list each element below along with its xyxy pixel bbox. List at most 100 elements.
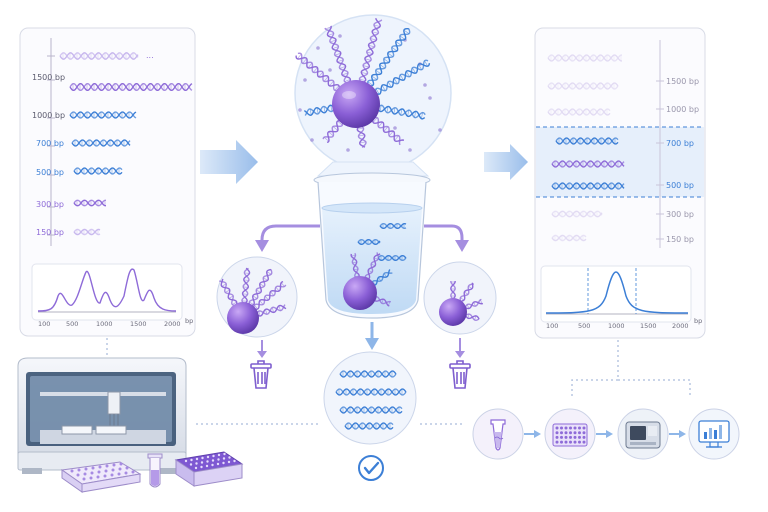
tip-well [217, 453, 221, 457]
tip-well [228, 456, 231, 459]
microplate-well [96, 475, 100, 479]
dna-strand [241, 267, 251, 305]
dna-strand-helix [377, 104, 426, 120]
right-trace-tick-1500: 1500 [640, 322, 657, 330]
microplate-well [90, 471, 94, 475]
microplate-well [125, 466, 129, 470]
dna-strand [255, 304, 287, 317]
tip-well [194, 466, 198, 470]
dna-strand [248, 268, 273, 307]
dna-fragment [73, 228, 101, 236]
right-trace-box: 100 500 1000 1500 2000 bp [540, 265, 702, 330]
dna-fragment [547, 54, 622, 62]
discard-bead-small [439, 298, 467, 326]
right-branch-arrow [424, 224, 464, 244]
microplate-well [82, 477, 86, 481]
plate-well [560, 426, 563, 430]
right-trace-curve [545, 271, 689, 314]
dna-fragment [73, 199, 106, 207]
plate-well [560, 440, 563, 444]
buffer-dot [328, 68, 332, 72]
dna-strand-helix [370, 269, 393, 286]
tip-well [222, 461, 225, 465]
dna-fragment [344, 422, 394, 430]
dna-strand [322, 120, 344, 144]
dna-strand-helix [459, 282, 474, 303]
plate-well [564, 435, 568, 439]
dna-strand [377, 104, 426, 120]
left-trace-tick-2000: 2000 [164, 320, 181, 328]
dna-strand [464, 298, 484, 310]
magnified-bead-circle [294, 14, 452, 172]
left-trace-tick-100: 100 [38, 320, 50, 328]
buffer-dot [438, 128, 442, 132]
trash-icon-2 [449, 360, 471, 389]
dna-strand-helix [248, 268, 273, 307]
right-trace-tick-500: 500 [578, 322, 590, 330]
tip-well [206, 455, 210, 459]
microplate-well [76, 473, 80, 477]
microplate-well [124, 471, 128, 475]
left-trace-tick-1000: 1000 [96, 320, 113, 328]
dna-strand [372, 116, 405, 146]
right-arrow-icon [200, 140, 258, 184]
dna-strand-helix [367, 27, 411, 87]
tip-well [201, 456, 204, 460]
dna-strand [253, 281, 287, 310]
dna-fragment [73, 167, 123, 175]
plate-well [573, 435, 577, 439]
dna-strand [303, 104, 335, 116]
right-trace-tick-1000: 1000 [608, 322, 625, 330]
microplate-well [83, 472, 87, 476]
left-ladder-label-150: 150 bp [36, 228, 64, 237]
tube-dna-fragments [350, 222, 407, 307]
left-trace-curve [37, 268, 177, 312]
microplate-well [77, 468, 81, 472]
buffer-dot [428, 96, 432, 100]
dna-fragment [551, 160, 625, 168]
dna-strand-helix [253, 281, 287, 310]
dna-strand [372, 296, 392, 307]
plate-well [555, 440, 559, 444]
dna-strand [350, 252, 360, 280]
microplate-well [97, 470, 101, 474]
zoom-funnel [316, 161, 430, 177]
left-trace-tick-500: 500 [66, 320, 78, 328]
magnetic-bead [332, 80, 380, 128]
dna-strand [358, 17, 383, 84]
dna-fragment [339, 406, 403, 414]
dna-strand-helix [350, 252, 360, 280]
right-ladder-label-150: 150 bp [666, 235, 694, 244]
plate-well [555, 435, 559, 439]
plate-well [564, 431, 568, 435]
sample-tube [147, 453, 163, 488]
plate-well [582, 426, 586, 430]
dna-fragment [59, 52, 139, 60]
microplate-well [70, 469, 74, 473]
dna-strand-helix [356, 125, 367, 149]
workflow-analysis-step [688, 408, 740, 460]
buffer-dot [310, 138, 314, 142]
tip-well [184, 459, 188, 463]
dna-fragment [339, 370, 397, 378]
plate-well [555, 431, 559, 435]
left-dna-fragments [59, 52, 193, 236]
microplate-well [89, 476, 93, 480]
left-ladder-label-1000: 1000 bp [32, 111, 65, 120]
dna-strand-helix [255, 304, 287, 317]
dna-fragment [357, 238, 381, 246]
dna-strand-helix [241, 267, 251, 305]
plate-well [564, 440, 568, 444]
selected-fragments-circle [323, 351, 417, 445]
dna-strand [464, 313, 480, 321]
left-trace-box: 100 500 1000 1500 2000 bp [31, 263, 193, 328]
right-arrow-icon-2 [484, 144, 528, 180]
microplate-well [117, 472, 121, 476]
dna-fragment [551, 210, 603, 218]
left-trace-unit: bp [185, 317, 193, 325]
trash-icon [250, 360, 272, 389]
liquid-handler-robot [17, 357, 187, 474]
right-trace-tick-2000: 2000 [672, 322, 689, 330]
dna-fragment [69, 82, 193, 92]
